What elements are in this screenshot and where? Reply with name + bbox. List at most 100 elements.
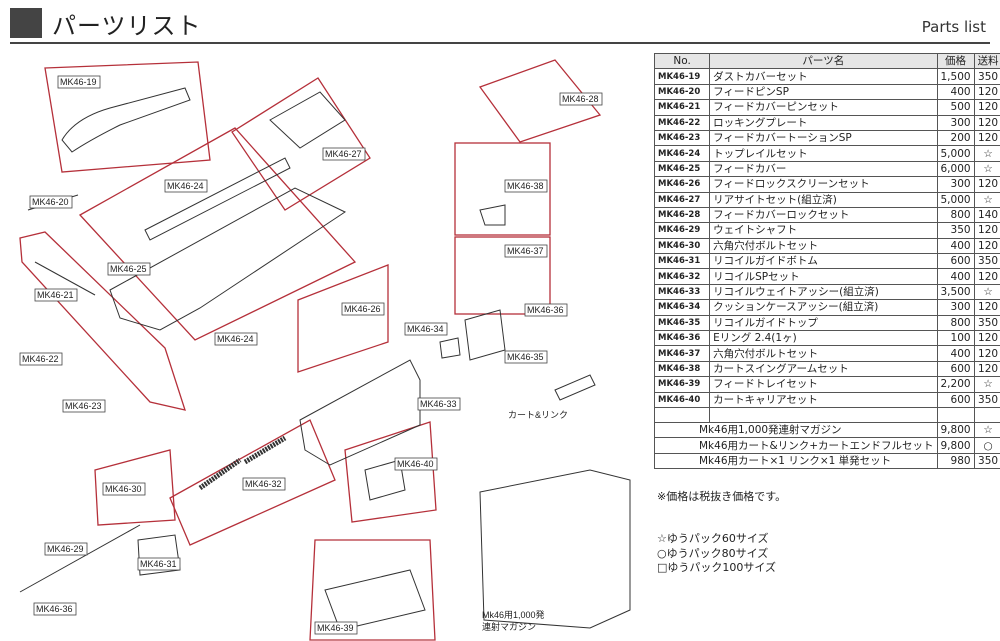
part-name-cell: フィードカバートーションSP <box>709 129 938 147</box>
part-name-cell: フィードピンSP <box>709 83 938 101</box>
price-cell: 3,500 <box>936 283 975 301</box>
shipping-cell: 120 <box>973 222 1000 239</box>
price-cell: 5,000 <box>936 191 975 208</box>
outline-mk46-19 <box>44 61 211 173</box>
label-mk46-32: MK46-32 <box>242 477 286 491</box>
empty-cell <box>709 406 938 423</box>
shipping-cell: 120 <box>973 129 1000 147</box>
recoil-spring-a <box>198 457 242 491</box>
svg-text:MK46-28: MK46-28 <box>562 94 599 104</box>
svg-text:MK46-39: MK46-39 <box>317 623 354 633</box>
price-cell: 9,800 <box>936 421 975 439</box>
table-header-row: No. パーツ名 価格 送料 <box>653 52 1000 70</box>
price-cell: 1,500 <box>936 68 975 85</box>
price-cell: 400 <box>936 345 975 362</box>
label-mk46-38: MK46-38 <box>504 179 548 193</box>
outline-mk46-25 <box>78 127 357 341</box>
shipping-cell: ☆ <box>973 376 1000 393</box>
svg-text:MK46-32: MK46-32 <box>245 479 282 489</box>
svg-text:MK46-23: MK46-23 <box>65 401 102 411</box>
shipping-cell: 120 <box>973 83 1000 101</box>
part-name-cell: トップレイルセット <box>709 145 938 162</box>
label-mk46-34: MK46-34 <box>404 322 448 336</box>
shipping-cell: ○ <box>973 437 1000 454</box>
part-name-cell: 六角穴付ボルトセット <box>709 237 938 255</box>
shipping-cell: 350 <box>973 452 1000 470</box>
recoil-weight-assy <box>299 359 421 466</box>
price-cell: 980 <box>936 452 975 470</box>
label-mk46-28: MK46-28 <box>559 92 603 106</box>
top-rail-part <box>144 157 291 241</box>
part-name-cell: フィードカバーロックセット <box>709 206 938 224</box>
shipping-cell: 120 <box>973 268 1000 285</box>
legend-item-60: ☆ゆうパック60サイズ <box>657 532 769 545</box>
label-mk46-29: MK46-29 <box>44 542 88 556</box>
part-name-cell: リコイルウェイトアッシー(組立済) <box>709 283 938 301</box>
shipping-cell: ☆ <box>973 283 1000 301</box>
part-name-cell: リコイルSPセット <box>709 268 938 285</box>
outline-mk46-40 <box>344 421 437 523</box>
svg-text:MK46-20: MK46-20 <box>32 197 69 207</box>
price-cell: 300 <box>936 114 975 131</box>
magazine-caption-line2: 連射マガジン <box>482 621 536 632</box>
svg-text:MK46-35: MK46-35 <box>507 352 544 362</box>
tax-note: ※価格は税抜き価格です。 <box>657 490 787 503</box>
table-spacer-row <box>653 406 1000 423</box>
outline-mk46-27 <box>231 77 371 211</box>
outline-mk46-32 <box>169 419 336 546</box>
label-mk46-24-top: MK46-24 <box>164 179 208 193</box>
label-mk46-23: MK46-23 <box>62 399 106 413</box>
empty-cell <box>936 406 975 423</box>
outline-mk46-26 <box>297 264 389 373</box>
price-cell: 300 <box>936 299 975 316</box>
label-mk46-37: MK46-37 <box>504 244 548 258</box>
svg-text:MK46-26: MK46-26 <box>344 304 381 314</box>
cart-swing-arm <box>479 204 506 226</box>
price-cell: 600 <box>936 253 975 270</box>
label-mk46-35: MK46-35 <box>504 350 548 364</box>
part-number-cell: MK46-20 <box>653 83 711 101</box>
part-name-cell: リコイルガイドトップ <box>709 314 938 332</box>
part-number-cell: MK46-31 <box>653 253 711 270</box>
cartridge-sketch <box>554 374 596 401</box>
part-number-cell: MK46-40 <box>653 391 711 408</box>
svg-text:MK46-22: MK46-22 <box>22 354 59 364</box>
part-number-cell: MK46-27 <box>653 191 711 208</box>
part-number-cell: MK46-34 <box>653 299 711 316</box>
svg-text:MK46-21: MK46-21 <box>37 290 74 300</box>
price-cell: 9,800 <box>936 437 975 454</box>
shipping-cell: 350 <box>973 314 1000 332</box>
empty-cell <box>653 406 711 423</box>
feed-pin <box>34 261 96 296</box>
shipping-cell: 120 <box>973 330 1000 347</box>
outline-mk46-38 <box>454 142 551 236</box>
magazine-box <box>479 469 631 629</box>
outline-mk46-24 <box>19 231 186 411</box>
shipping-cell: 120 <box>973 237 1000 255</box>
price-cell: 500 <box>936 99 975 116</box>
svg-text:MK46-29: MK46-29 <box>47 544 84 554</box>
price-cell: 600 <box>936 391 975 408</box>
part-number-cell: MK46-35 <box>653 314 711 332</box>
part-number-cell: MK46-24 <box>653 145 711 162</box>
legend-item-100: □ゆうパック100サイズ <box>657 561 777 574</box>
shipping-cell: 350 <box>973 68 1000 85</box>
part-number-cell: MK46-22 <box>653 114 711 131</box>
svg-text:MK46-34: MK46-34 <box>407 324 444 334</box>
svg-text:MK46-36: MK46-36 <box>527 305 564 315</box>
